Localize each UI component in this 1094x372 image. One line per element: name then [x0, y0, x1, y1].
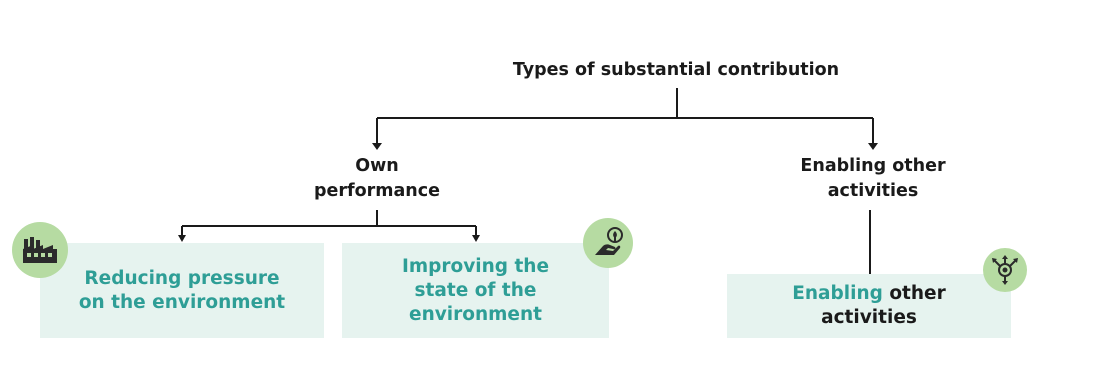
arrows-target-icon — [983, 248, 1027, 292]
box-reducing-text: Reducing pressure on the environment — [79, 267, 285, 315]
box-improving-line2: state of the — [414, 279, 537, 301]
box-improving-text: Improving the state of the environment — [402, 255, 549, 327]
box-enabling-text: Enabling other activities — [792, 282, 945, 330]
box-reducing-pressure: Reducing pressure on the environment — [40, 243, 324, 338]
box-improving-state: Improving the state of the environment — [342, 243, 609, 338]
box-enabling-line2: activities — [821, 307, 917, 328]
box-improving-line1: Improving the — [401, 255, 550, 277]
branch-own-line2: performance — [313, 181, 441, 201]
box-enabling-line1: Enabling other — [792, 282, 945, 306]
root-title: Types of substantial contribution — [512, 60, 840, 80]
box-enabling-activities: Enabling other activities — [727, 274, 1011, 338]
branch-enabling-line1: Enabling other — [800, 156, 946, 176]
box-enabling-highlight: Enabling — [792, 283, 883, 304]
factory-icon — [12, 222, 68, 278]
box-reducing-line2: on the environment — [78, 291, 286, 313]
branch-own-performance: Own performance — [277, 154, 477, 204]
hand-plant-icon — [583, 218, 633, 268]
box-enabling-rest: other — [882, 283, 946, 304]
box-improving-line3: environment — [409, 303, 542, 325]
branch-enabling-line2: activities — [827, 181, 919, 201]
branch-enabling-other-activities: Enabling other activities — [758, 154, 988, 204]
box-reducing-line1: Reducing pressure — [84, 267, 280, 289]
branch-own-line1: Own — [355, 156, 399, 176]
